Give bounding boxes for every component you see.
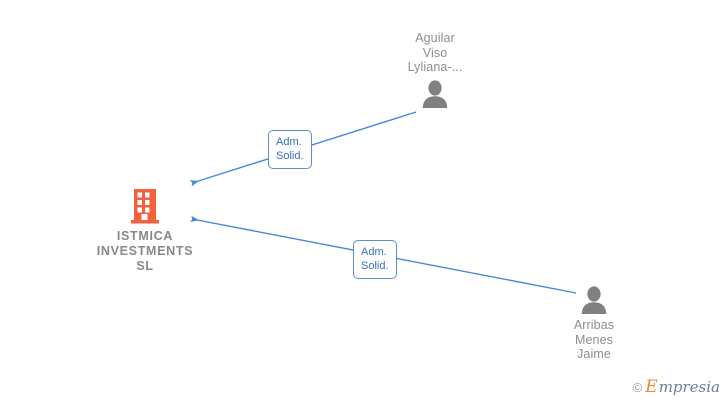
building-icon (131, 189, 159, 224)
watermark-empresia: © E mpresia (633, 379, 720, 396)
person-name-label-arribas: Arribas Menes Jaime (573, 318, 615, 361)
person-icon (581, 286, 607, 314)
person-icon (422, 79, 448, 108)
copyright-icon: © (632, 380, 643, 395)
watermark-brand-rest: mpresia (658, 378, 720, 396)
person-name-label-aguilar: Aguilar Viso Lyliana-... (407, 31, 463, 74)
node-person-arribas[interactable]: Arribas Menes Jaime (524, 286, 664, 362)
node-company-istmica[interactable]: ISTMICA INVESTMENTS SL (75, 188, 215, 274)
edge-label-arribas[interactable]: Adm. Solid. (353, 240, 397, 279)
node-person-aguilar[interactable]: Aguilar Viso Lyliana-... (365, 31, 505, 108)
edge-label-aguilar[interactable]: Adm. Solid. (268, 130, 312, 169)
company-name-label: ISTMICA INVESTMENTS SL (96, 229, 194, 273)
watermark-brand-initial: E (645, 377, 658, 397)
